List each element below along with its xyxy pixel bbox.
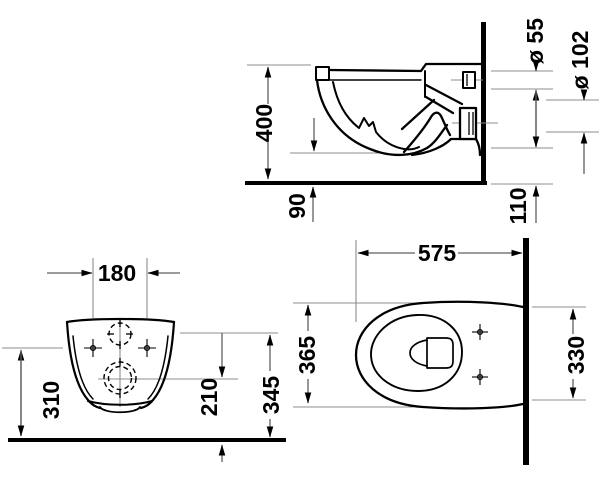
- dim-outlet-110: 110: [505, 187, 531, 224]
- wall-line: [481, 22, 486, 185]
- dim-depth-575: 575: [418, 240, 457, 266]
- dim-width-365: 365: [294, 336, 320, 375]
- top-view: 575 365 330: [293, 238, 589, 465]
- fixing-hole-top1: [472, 324, 488, 340]
- flush-inlet-shape: [426, 337, 454, 369]
- side-view: 400 90 110 ø 55 ø 102: [245, 18, 599, 225]
- dim-flush-pipe-d55: ø 55: [522, 18, 548, 64]
- outlet-hole-inner-circle: [107, 365, 133, 391]
- fixing-hole-top2: [472, 369, 488, 385]
- wall-line: [523, 238, 529, 465]
- dim-rear-width-330: 330: [563, 336, 589, 374]
- outlet-connector: [458, 106, 478, 141]
- floor-line: [8, 438, 286, 442]
- dim-outlet-center-210: 210: [196, 378, 222, 416]
- toilet-top-outline: [354, 300, 525, 410]
- fixing-hole-left: [84, 339, 102, 357]
- floor-line: [245, 181, 487, 185]
- fixing-hole-right: [138, 339, 156, 357]
- dim-left-height-310: 310: [38, 381, 64, 419]
- toilet-side-outline: [315, 62, 483, 157]
- dim-front-90: 90: [284, 193, 310, 219]
- dim-hole-spacing-180: 180: [98, 260, 136, 286]
- dim-flush-center-345: 345: [258, 376, 284, 415]
- dim-outlet-pipe-d102: ø 102: [567, 31, 593, 90]
- flush-connector: [462, 71, 476, 89]
- dim-height-400: 400: [251, 104, 277, 142]
- front-view: 180 310 210 345: [2, 258, 286, 462]
